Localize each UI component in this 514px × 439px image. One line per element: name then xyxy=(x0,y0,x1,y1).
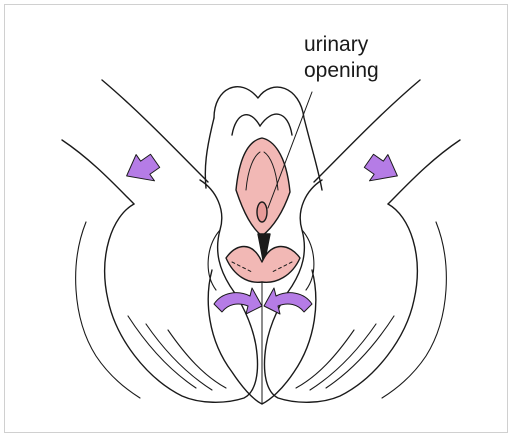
outer-fold-right xyxy=(260,114,292,135)
left-wrist-arrow-icon xyxy=(120,148,165,193)
left-finger-2 xyxy=(146,324,212,390)
right-finger-1 xyxy=(326,316,394,388)
right-wrist-arrow-icon xyxy=(360,148,405,193)
left-arm-bottom xyxy=(62,140,134,204)
urinary-opening-label-line-1: urinary xyxy=(304,32,368,57)
urinary-opening-label-line-2: opening xyxy=(304,58,379,83)
left-finger-1 xyxy=(128,316,196,388)
left-hand-outline xyxy=(105,180,258,402)
outer-labia-left xyxy=(205,118,214,188)
right-arm-bottom xyxy=(388,140,460,204)
right-finger-2 xyxy=(310,324,376,390)
right-side-curve xyxy=(382,222,446,398)
outer-fold-left xyxy=(232,115,260,135)
urinary-opening-mark xyxy=(257,202,267,222)
right-hand-outline xyxy=(265,180,418,402)
left-side-curve xyxy=(76,222,140,398)
lower-left-arrow-icon xyxy=(214,288,262,314)
